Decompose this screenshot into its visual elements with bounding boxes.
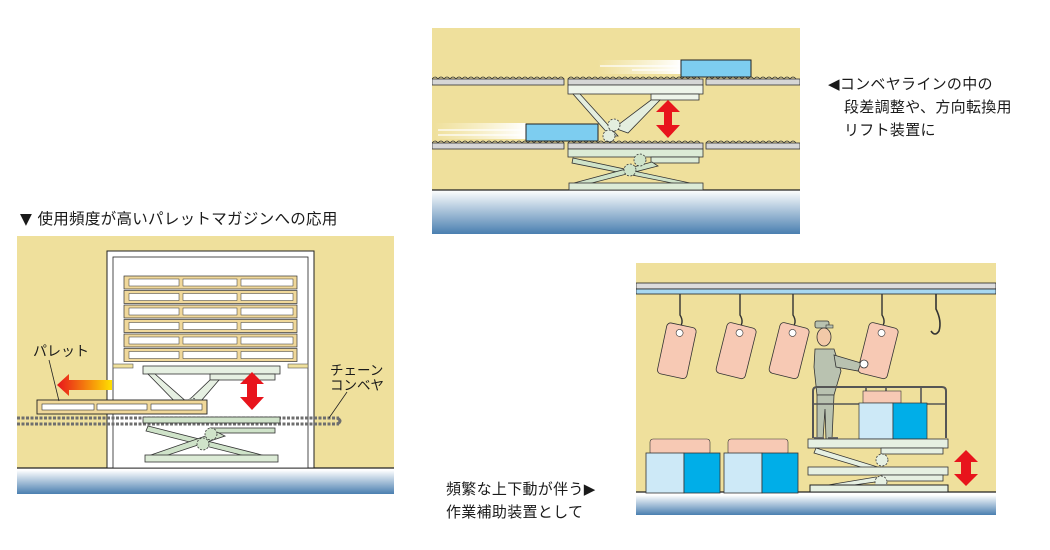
pallet xyxy=(123,304,298,319)
lift-table-lowered xyxy=(567,140,704,191)
pallet-magazine-svg: パレット チェーン コンベヤ xyxy=(17,236,394,494)
wall-background xyxy=(432,28,800,190)
pallet xyxy=(123,275,298,290)
work-assist-illustration xyxy=(635,263,997,515)
conveyor-caption: ◀コンベヤラインの中の 段差調整や、方向転換用 リフト装置に xyxy=(828,73,1012,142)
pallet-moving-out xyxy=(36,399,208,415)
crate-group-1 xyxy=(645,438,721,494)
magazine-heading: ▼ 使用頻度が高いパレットマガジンへの応用 xyxy=(20,210,338,228)
floor xyxy=(17,470,394,494)
up-down-arrow-icon xyxy=(656,100,680,138)
hanging-part xyxy=(768,294,810,380)
hanging-parts xyxy=(657,294,899,380)
floor xyxy=(636,495,996,515)
empty-hook-icon xyxy=(930,294,941,335)
caption-line: 段差調整や、方向転換用 xyxy=(844,98,1012,116)
caption-line: ◀コンベヤラインの中の xyxy=(828,75,993,93)
work-assist-svg xyxy=(635,263,997,515)
magazine-lift-lower xyxy=(142,416,281,463)
pallet xyxy=(123,319,298,333)
caption-line: 頻繁な上下動が伴う▶ xyxy=(446,480,596,498)
pallet-magazine-illustration: パレット チェーン コンベヤ xyxy=(17,236,394,494)
floor xyxy=(432,190,800,234)
conveyor-lift-illustration xyxy=(431,28,801,234)
work-assist-caption: 頻繁な上下動が伴う▶ 作業補助装置として xyxy=(446,478,596,524)
pallet-stack xyxy=(123,275,298,362)
caption-line: 作業補助装置として xyxy=(446,503,584,521)
crate-group-2 xyxy=(723,438,799,494)
lift-platform-with-guardrail xyxy=(807,386,949,493)
chain-conveyor-label-line2: コンベヤ xyxy=(330,378,384,394)
pallet xyxy=(123,333,298,348)
pallet xyxy=(123,348,298,362)
chain-conveyor-label-line1: チェーン xyxy=(330,363,383,379)
lift-table-raised xyxy=(567,76,704,143)
conveyor-lift-svg xyxy=(431,28,801,234)
pallet-leader-line xyxy=(48,359,60,402)
pallet xyxy=(123,290,298,304)
up-down-arrow-icon xyxy=(240,372,264,410)
chain-leader-line xyxy=(328,391,348,419)
chain-conveyor xyxy=(17,416,342,426)
overhead-rail xyxy=(635,282,997,295)
moving-box-upper xyxy=(597,59,752,78)
caption-line: リフト装置に xyxy=(844,121,936,139)
hanging-part xyxy=(657,294,697,379)
worker-figure xyxy=(813,320,869,441)
left-arrow-icon xyxy=(57,374,112,396)
pallet-label: パレット xyxy=(33,344,89,360)
up-down-arrow-icon xyxy=(954,450,978,486)
moving-box-lower xyxy=(434,123,599,142)
hanging-part xyxy=(715,294,757,380)
